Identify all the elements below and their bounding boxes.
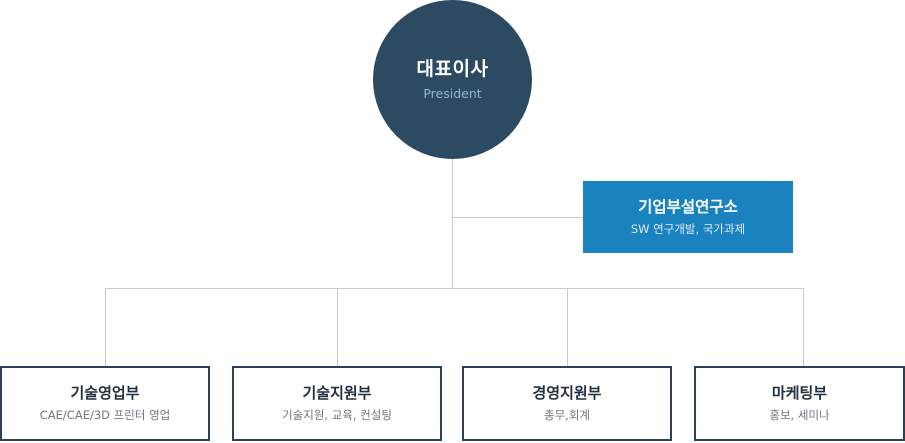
department-1-title: 기술영업부 <box>70 384 140 403</box>
org-node-research-institute[interactable]: 기업부설연구소 SW 연구개발, 국가과제 <box>583 181 793 253</box>
department-3-subtitle: 총무,회계 <box>544 408 590 423</box>
research-institute-subtitle: SW 연구개발, 국가과제 <box>630 221 746 236</box>
connector-department-bus <box>105 288 804 289</box>
connector-drop-dept-4 <box>803 288 804 366</box>
department-3-title: 경영지원부 <box>532 384 602 403</box>
org-node-department-1[interactable]: 기술영업부 CAE/CAE/3D 프린터 영업 <box>0 366 210 441</box>
research-institute-title: 기업부설연구소 <box>638 198 738 217</box>
president-title: 대표이사 <box>416 58 489 81</box>
connector-trunk-upper <box>452 159 453 218</box>
org-node-department-4[interactable]: 마케팅부 홍보, 세미나 <box>694 366 905 441</box>
department-2-subtitle: 기술지원, 교육, 컨설팅 <box>282 408 392 423</box>
org-node-department-2[interactable]: 기술지원부 기술지원, 교육, 컨설팅 <box>232 366 442 441</box>
connector-staff-branch <box>452 217 583 218</box>
connector-drop-dept-1 <box>105 288 106 366</box>
department-4-title: 마케팅부 <box>771 384 828 403</box>
president-subtitle: President <box>423 85 482 101</box>
department-4-subtitle: 홍보, 세미나 <box>769 408 830 423</box>
department-1-subtitle: CAE/CAE/3D 프린터 영업 <box>39 408 171 423</box>
department-2-title: 기술지원부 <box>302 384 372 403</box>
org-node-president[interactable]: 대표이사 President <box>373 0 532 159</box>
org-node-department-3[interactable]: 경영지원부 총무,회계 <box>462 366 672 441</box>
connector-trunk-lower <box>452 217 453 288</box>
connector-drop-dept-2 <box>337 288 338 366</box>
connector-drop-dept-3 <box>567 288 568 366</box>
